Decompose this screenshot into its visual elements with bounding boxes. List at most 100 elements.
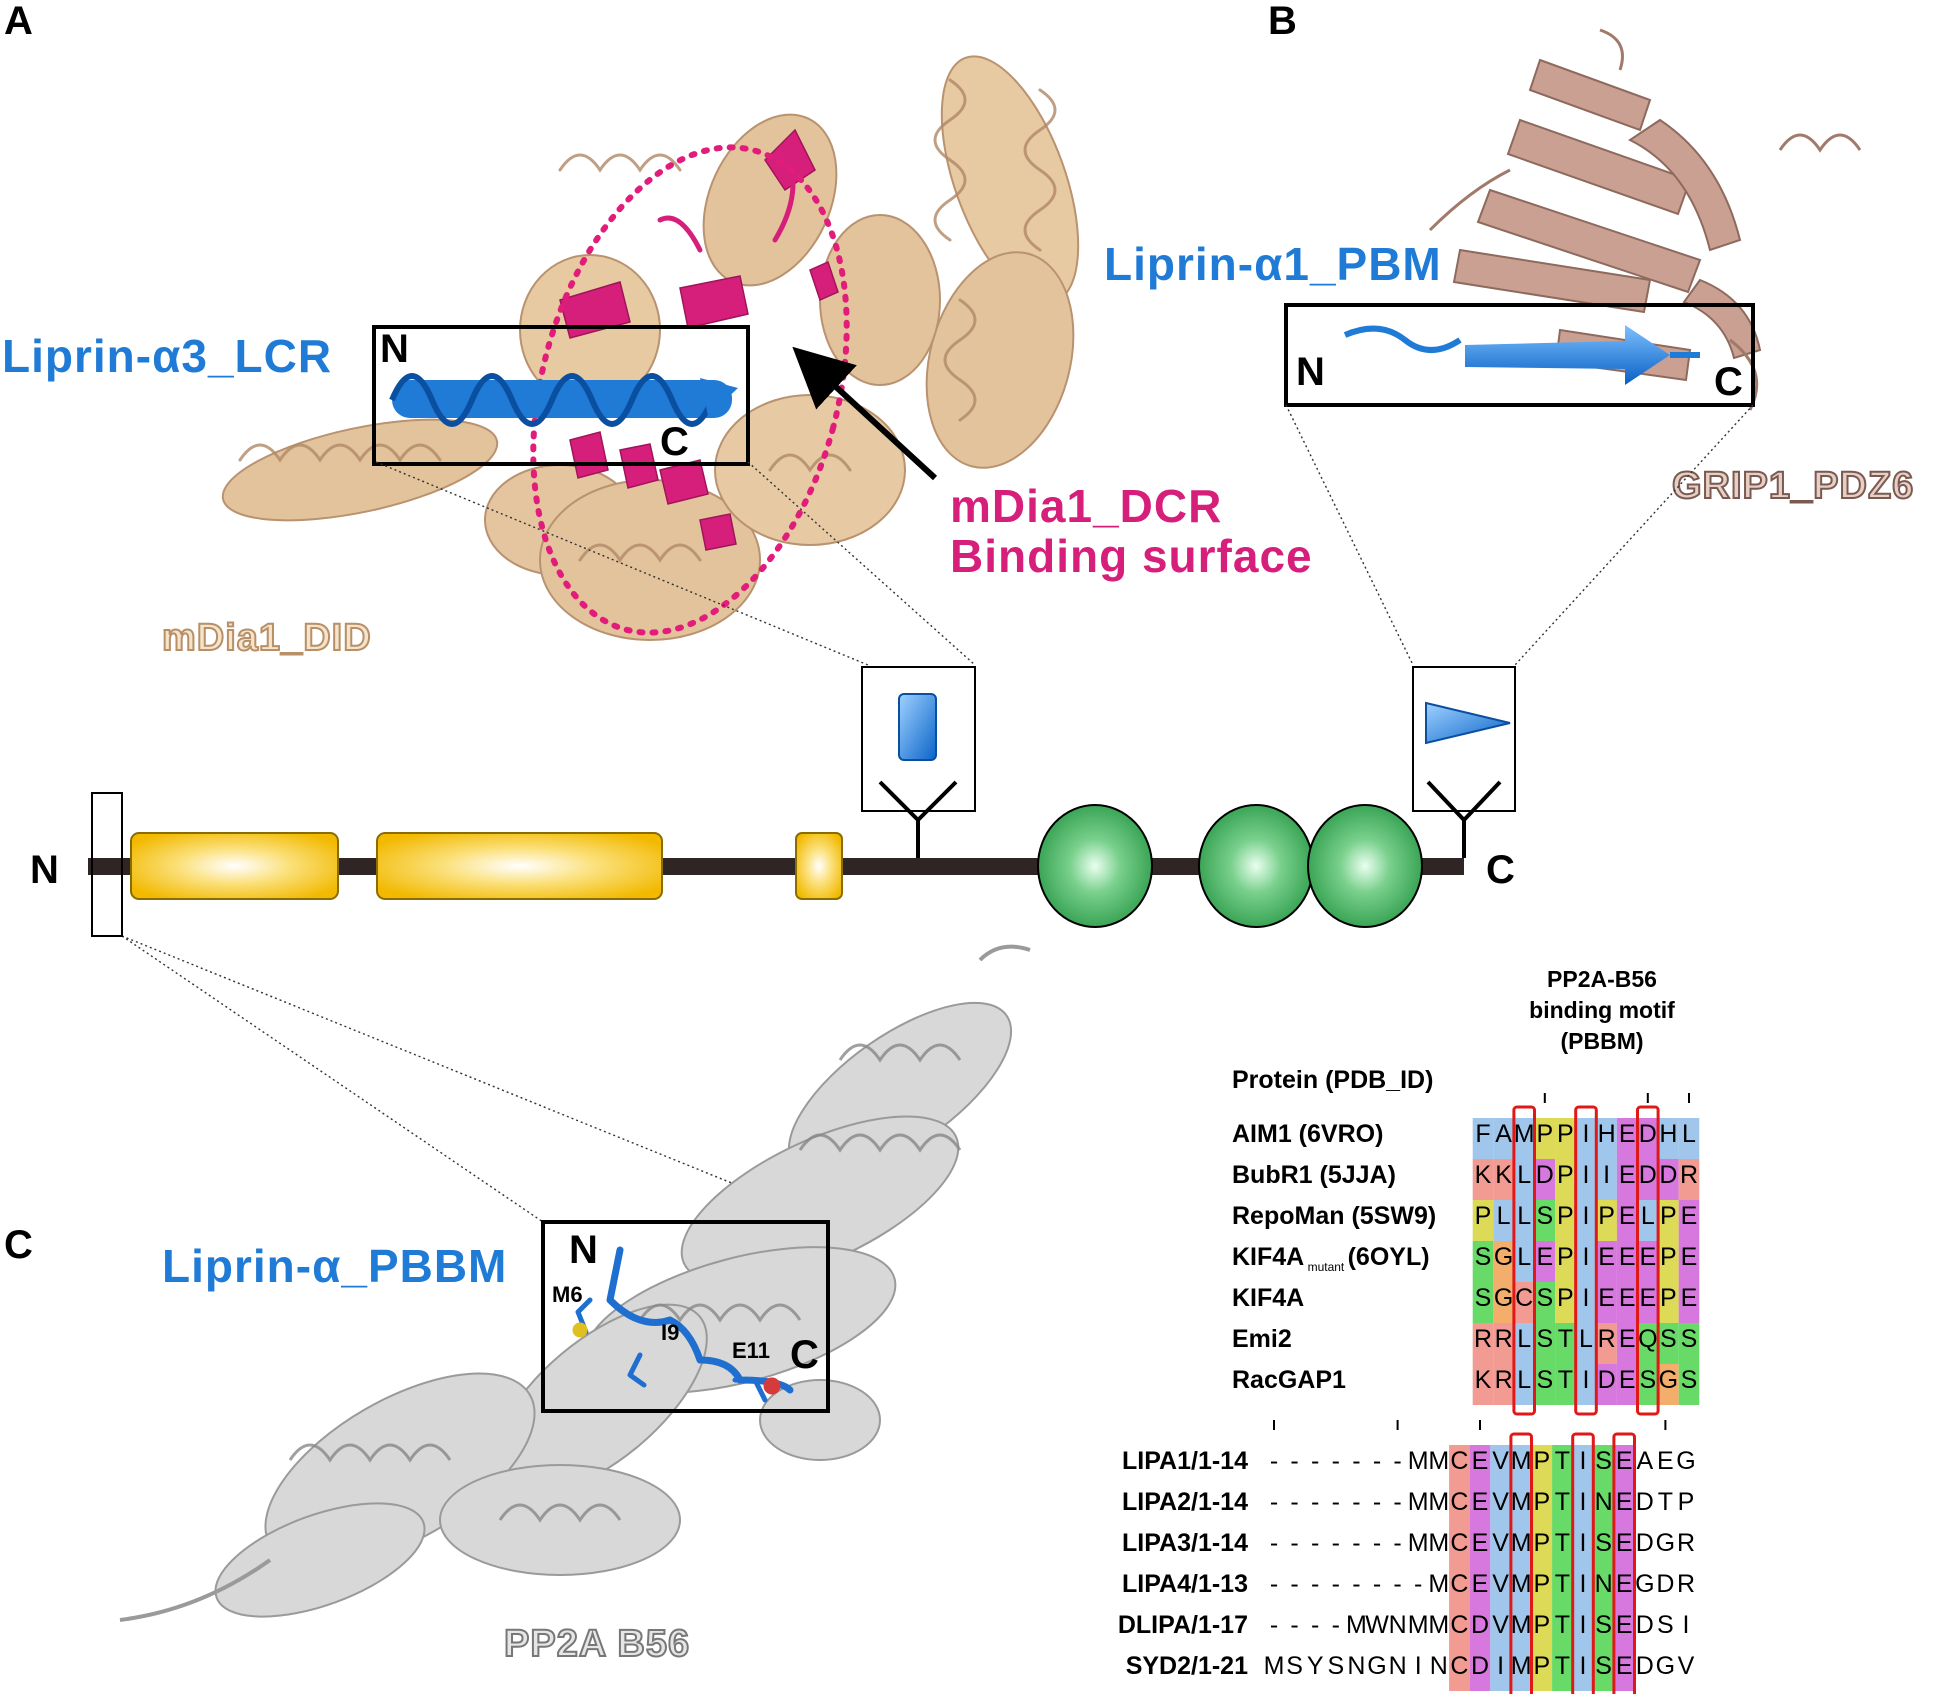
pbm-label: Liprin-α1_PBM bbox=[1104, 238, 1442, 290]
residue-letter: P bbox=[1557, 1243, 1574, 1271]
residue-letter: A bbox=[1636, 1447, 1653, 1475]
residue-shade bbox=[1490, 1445, 1511, 1486]
residue-letter: - bbox=[1373, 1570, 1381, 1598]
residue-shade bbox=[1637, 1241, 1659, 1282]
residue-shade bbox=[1449, 1486, 1470, 1527]
residue-letter: M bbox=[1428, 1529, 1449, 1557]
row-name: RepoMan (5SW9) bbox=[1232, 1202, 1436, 1230]
residue-shade bbox=[1658, 1118, 1679, 1159]
lcr-fork bbox=[878, 780, 958, 858]
residue-letter: V bbox=[1492, 1611, 1509, 1639]
residue-shade bbox=[1555, 1241, 1576, 1282]
residue-letter: P bbox=[1678, 1488, 1695, 1516]
residue-letter: - bbox=[1332, 1488, 1340, 1516]
residue-shade bbox=[1472, 1118, 1494, 1159]
residue-letter: N bbox=[1430, 1652, 1448, 1680]
residue-letter: - bbox=[1352, 1447, 1360, 1475]
residue-shade bbox=[1469, 1609, 1491, 1650]
residue-shade bbox=[1637, 1118, 1659, 1159]
residue-shade bbox=[1637, 1364, 1659, 1405]
residue-shade bbox=[1493, 1241, 1514, 1282]
residue-letter: M bbox=[1511, 1570, 1532, 1598]
b56-label: PP2A B56 bbox=[504, 1623, 690, 1665]
residue-letter: E bbox=[1472, 1447, 1489, 1475]
residue-shade bbox=[1534, 1200, 1556, 1241]
motif-column-box bbox=[1636, 1105, 1660, 1416]
residue-shade bbox=[1678, 1364, 1700, 1405]
residue-shade bbox=[1596, 1159, 1617, 1200]
row-name: KIF4A bbox=[1232, 1284, 1304, 1312]
residue-shade bbox=[1613, 1527, 1635, 1568]
residue-letter: R bbox=[1474, 1325, 1492, 1353]
residue-letter: M bbox=[1511, 1611, 1532, 1639]
residue-letter: I bbox=[1580, 1652, 1587, 1680]
residue-letter: N bbox=[1389, 1611, 1407, 1639]
residue-shade bbox=[1637, 1282, 1659, 1323]
residue-letter: G bbox=[1367, 1652, 1386, 1680]
residue-letter: E bbox=[1619, 1325, 1636, 1353]
residue-letter: E bbox=[1657, 1447, 1674, 1475]
row-name: KIF4A mutant (6OYL) bbox=[1232, 1243, 1430, 1274]
blue-triangle-icon bbox=[1425, 701, 1511, 745]
residue-letter: R bbox=[1677, 1529, 1695, 1557]
residue-letter: V bbox=[1492, 1488, 1509, 1516]
residue-shade bbox=[1593, 1527, 1614, 1568]
residue-letter: S bbox=[1286, 1652, 1303, 1680]
residue-letter: E bbox=[1616, 1570, 1633, 1598]
residue-letter: I bbox=[1583, 1161, 1590, 1189]
residue-shade bbox=[1616, 1282, 1638, 1323]
residue-shade bbox=[1510, 1445, 1532, 1486]
residue-shade bbox=[1678, 1118, 1700, 1159]
protein-c-terminus: C bbox=[1486, 848, 1515, 892]
residue-letter: - bbox=[1373, 1488, 1381, 1516]
residue-shade bbox=[1616, 1323, 1638, 1364]
residue-letter: E bbox=[1472, 1488, 1489, 1516]
residue-letter: M bbox=[1511, 1529, 1532, 1557]
residue-letter: N bbox=[1347, 1652, 1365, 1680]
residue-shade bbox=[1616, 1159, 1638, 1200]
panel-label-c: C bbox=[4, 1223, 33, 1267]
residue-letter: P bbox=[1557, 1161, 1574, 1189]
residue-letter: - bbox=[1393, 1488, 1401, 1516]
residue-shade bbox=[1613, 1650, 1635, 1691]
residue-letter: - bbox=[1290, 1488, 1298, 1516]
residue-shade bbox=[1596, 1200, 1617, 1241]
row-name: AIM1 (6VRO) bbox=[1232, 1120, 1383, 1148]
blue-rect-icon bbox=[898, 693, 937, 761]
residue-letter: M bbox=[1514, 1120, 1535, 1148]
residue-shade bbox=[1469, 1527, 1491, 1568]
residue-letter: I bbox=[1580, 1529, 1587, 1557]
residue-shade bbox=[1513, 1323, 1535, 1364]
residue-letter: E bbox=[1639, 1284, 1656, 1312]
residue-shade bbox=[1534, 1118, 1556, 1159]
residue-letter: K bbox=[1475, 1161, 1492, 1189]
residue-letter: M bbox=[1511, 1488, 1532, 1516]
residue-shade bbox=[1616, 1241, 1638, 1282]
residue-letter: M bbox=[1511, 1652, 1532, 1680]
residue-letter: D bbox=[1656, 1570, 1674, 1598]
residue-letter: - bbox=[1332, 1529, 1340, 1557]
residue-letter: M bbox=[1428, 1488, 1449, 1516]
lcr-c-terminus: C bbox=[660, 420, 689, 464]
pbm-marker-box bbox=[1412, 666, 1516, 812]
residue-letter: D bbox=[1636, 1652, 1654, 1680]
residue-shade bbox=[1513, 1241, 1535, 1282]
residue-letter: S bbox=[1681, 1366, 1698, 1394]
protein-header: Protein (PDB_ID) bbox=[1232, 1066, 1433, 1094]
protein-n-terminus: N bbox=[30, 848, 59, 892]
pbbm-zoom-box bbox=[541, 1220, 830, 1413]
residue-shade bbox=[1658, 1200, 1679, 1241]
binding-surface-outline bbox=[530, 144, 850, 636]
zoom-line-pbbm-left bbox=[121, 935, 544, 1223]
residue-letter: I bbox=[1580, 1611, 1587, 1639]
residue-letter: S bbox=[1475, 1284, 1492, 1312]
residue-letter: E bbox=[1619, 1284, 1636, 1312]
residue-shade bbox=[1472, 1241, 1494, 1282]
residue-shade bbox=[1449, 1445, 1470, 1486]
